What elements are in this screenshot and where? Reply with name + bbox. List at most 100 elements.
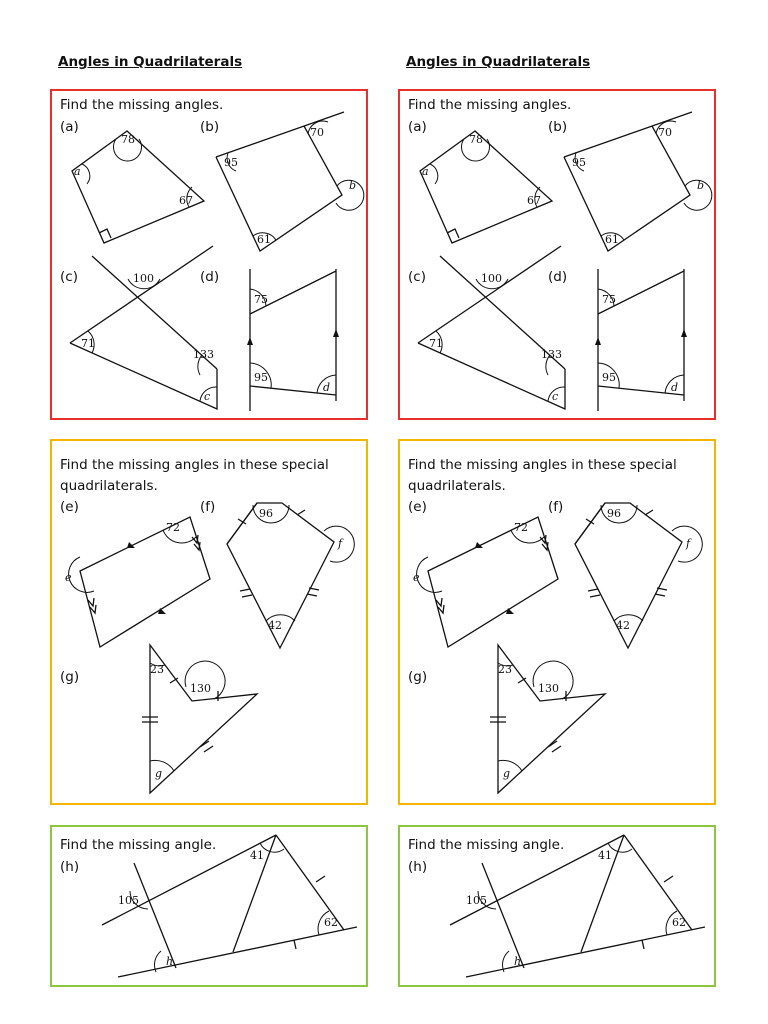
angle-arc <box>323 525 355 563</box>
section-special-quadrilaterals: Find the missing angles in these special… <box>398 439 716 805</box>
angle-label: 130 <box>190 682 211 695</box>
angle-arc <box>249 362 272 389</box>
base-line <box>465 926 706 978</box>
parallel-arrow <box>247 337 253 345</box>
section-missing-angle: Find the missing angle. (h) 105 41 62 h <box>398 825 716 987</box>
angle-arc <box>149 759 175 772</box>
angle-arc <box>497 759 523 772</box>
angle-label: a <box>422 165 429 178</box>
angle-label: 70 <box>310 126 324 139</box>
angle-arc <box>613 614 644 622</box>
angle-label: 105 <box>466 894 487 907</box>
label-c: (c) <box>60 269 78 285</box>
angle-arc <box>197 354 203 376</box>
figure-f <box>226 502 258 545</box>
figure-d <box>249 385 337 396</box>
angle-label: e <box>65 571 72 584</box>
angle-label: b <box>349 179 356 192</box>
label-e: (e) <box>408 499 427 515</box>
angle-arc <box>671 525 703 563</box>
angle-label: 130 <box>538 682 559 695</box>
transversal <box>481 862 525 969</box>
angle-arc <box>81 163 91 185</box>
instruction: Find the missing angles. <box>60 97 224 113</box>
label-e: (e) <box>60 499 79 515</box>
angle-label: 75 <box>254 293 268 306</box>
parallel-arrow <box>333 329 339 337</box>
angle-label: 96 <box>607 507 621 520</box>
angle-label: 72 <box>514 521 528 534</box>
figure-a <box>419 130 554 244</box>
angle-label: b <box>697 179 704 192</box>
angle-arc <box>149 662 166 667</box>
instruction: quadrilaterals. <box>408 478 506 494</box>
instruction: Find the missing angles. <box>408 97 572 113</box>
equal-marks <box>585 509 668 598</box>
angle-arc <box>477 890 497 910</box>
angle-arc <box>127 278 161 290</box>
equal-marks <box>490 677 567 753</box>
angle-arc <box>475 278 509 290</box>
figure-e <box>79 516 211 649</box>
angle-label: 41 <box>598 849 612 862</box>
top-line <box>101 834 277 926</box>
figure-f <box>574 502 606 545</box>
angle-label: 105 <box>118 894 139 907</box>
angle-arc <box>600 504 638 524</box>
angle-arc <box>574 152 585 172</box>
figure-c <box>69 342 218 411</box>
angle-label: 75 <box>602 293 616 306</box>
angle-arc <box>532 660 574 700</box>
angle-label: 23 <box>150 663 164 676</box>
section-quadrilaterals: Find the missing angles. (a) (b) (c) (d)… <box>398 89 716 420</box>
angle-label: e <box>413 571 420 584</box>
figure-c <box>91 255 218 370</box>
figure-e <box>427 516 559 649</box>
angle-label: 100 <box>133 272 154 285</box>
equal-marks <box>237 509 320 598</box>
angle-arc <box>497 662 514 667</box>
label-a: (a) <box>60 119 79 135</box>
parallel-arrow <box>506 608 514 614</box>
instruction: Find the missing angle. <box>60 837 217 853</box>
angle-label: 62 <box>672 916 686 929</box>
figure-c <box>417 245 562 344</box>
label-c: (c) <box>408 269 426 285</box>
transversal <box>133 862 177 969</box>
worksheet-left: Angles in Quadrilaterals Find the missin… <box>48 0 378 1000</box>
angle-arc <box>113 138 142 162</box>
label-h: (h) <box>60 859 80 875</box>
angle-label: 71 <box>81 337 95 350</box>
angle-arc <box>545 354 551 376</box>
figure-b <box>563 125 691 252</box>
special-quadrilateral-diagrams: 72 e 96 f 42 23 130 g <box>413 502 703 795</box>
angle-label: 95 <box>254 371 268 384</box>
angle-arc <box>316 374 337 394</box>
angle-label: f <box>337 537 344 550</box>
equal-marks <box>142 677 219 753</box>
angle-arc <box>655 120 677 135</box>
label-g: (g) <box>60 669 80 685</box>
angle-arc <box>416 556 443 593</box>
angle-label: d <box>323 381 330 394</box>
angle-arc <box>435 330 443 354</box>
parallel-arrow <box>87 597 97 615</box>
top-line <box>449 834 625 926</box>
angle-label: a <box>74 165 81 178</box>
angle-arc <box>461 138 490 162</box>
missing-angle-diagram: 105 41 62 h <box>101 834 358 978</box>
angle-label: 67 <box>527 194 541 207</box>
parallel-arrow <box>595 337 601 345</box>
figure-d <box>597 385 685 396</box>
angle-label: 133 <box>193 348 214 361</box>
equal-marks <box>641 875 674 950</box>
angle-label: 71 <box>429 337 443 350</box>
instruction: Find the missing angles in these special <box>60 457 329 473</box>
base-line <box>117 926 358 978</box>
missing-angle-diagram: 105 41 62 h <box>449 834 706 978</box>
angle-label: f <box>685 537 692 550</box>
angle-label: 72 <box>166 521 180 534</box>
angle-label: 70 <box>658 126 672 139</box>
worksheet-heading: Angles in Quadrilaterals <box>58 54 243 70</box>
quadrilateral-diagrams: 78 a 67 95 70 b 61 100 71 <box>69 111 365 411</box>
